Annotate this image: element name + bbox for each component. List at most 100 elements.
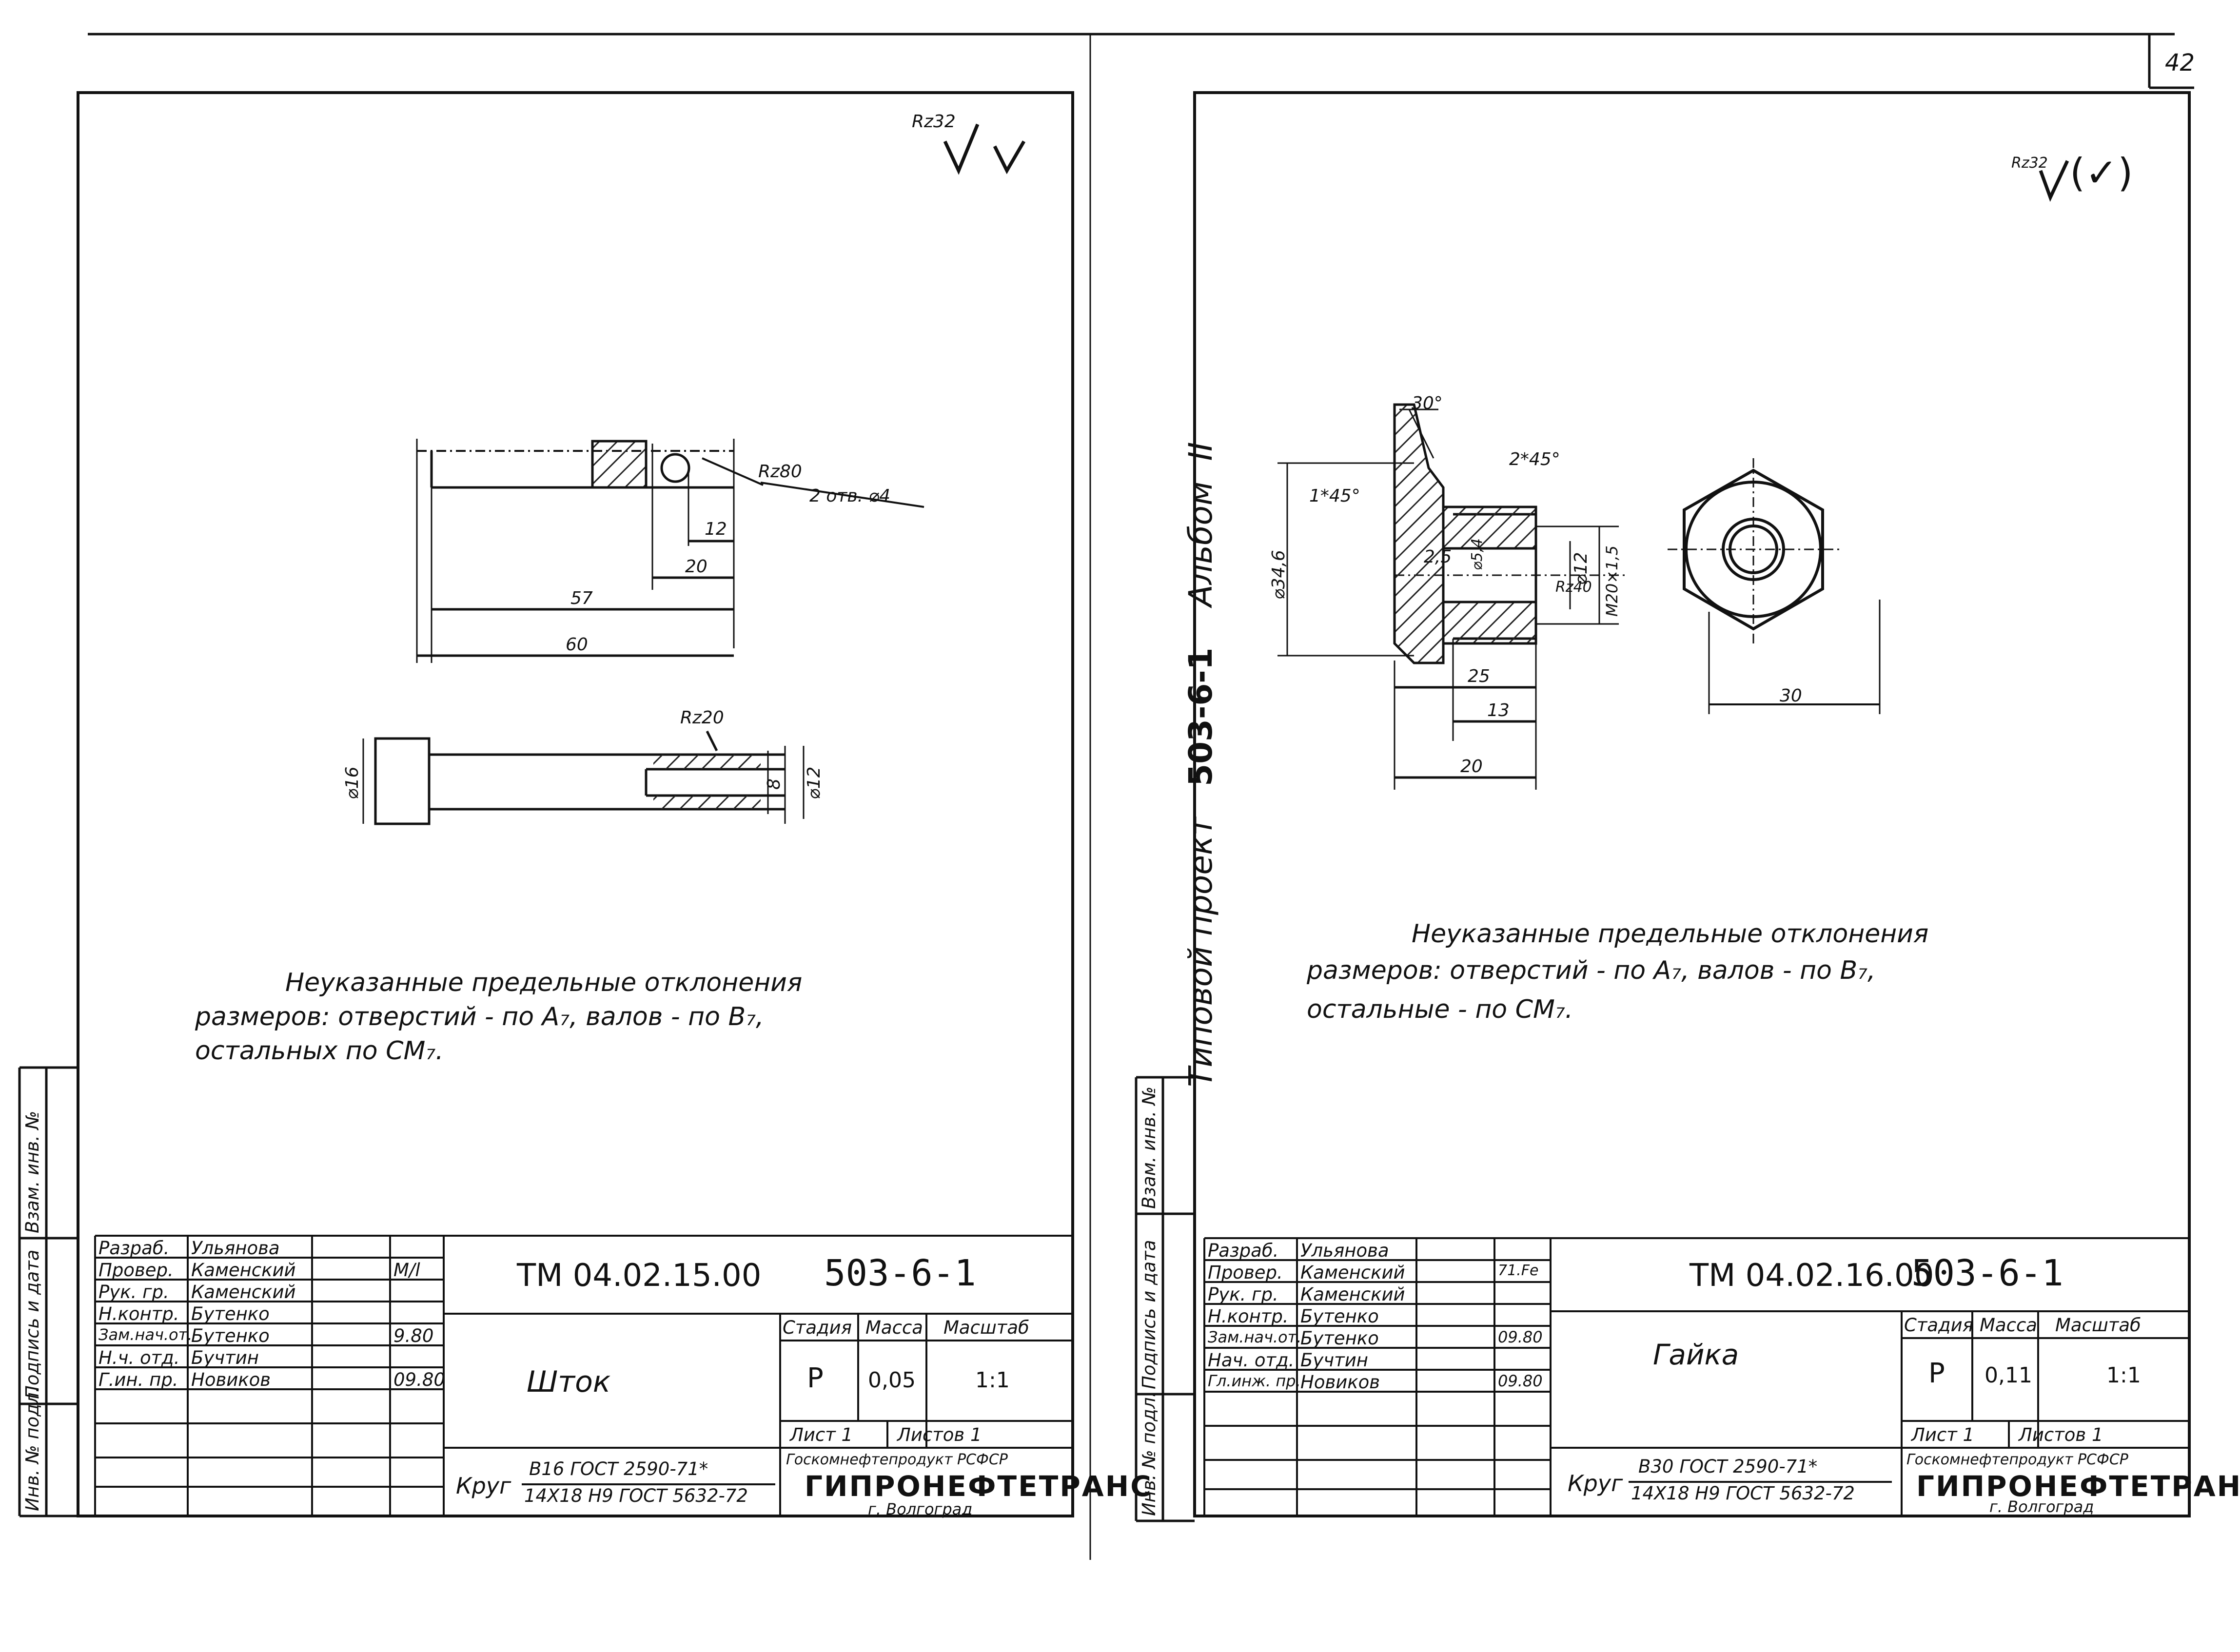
- right-date-4: 09.80: [1498, 1328, 1543, 1346]
- right-name-1: Каменский: [1300, 1262, 1405, 1283]
- album-label: Типовой проект 503-6-1 Альбом II: [1182, 442, 1219, 1087]
- right-role-3: Н.контр.: [1208, 1306, 1289, 1327]
- right-header-scale: Масштаб: [2055, 1315, 2141, 1336]
- right-role-5: Нач. отд.: [1208, 1350, 1295, 1371]
- left-org-city: г. Волгоград: [868, 1500, 973, 1518]
- right-date-6: 09.80: [1498, 1372, 1543, 1390]
- right-name-0: Ульянова: [1300, 1240, 1389, 1261]
- left-dim-dia12: ⌀12: [804, 766, 824, 799]
- left-dim-20: 20: [685, 557, 707, 577]
- left-date-4: 9.80: [393, 1325, 434, 1346]
- right-role-2: Рук. гр.: [1208, 1284, 1278, 1305]
- gaika-body-hatch-bottom: [1442, 601, 1537, 645]
- project-number: 503-6-1: [1182, 647, 1219, 786]
- right-header-mass: Масса: [1980, 1315, 2037, 1336]
- right-material-bottom: 14Х18 Н9 ГОСТ 5632-72: [1631, 1483, 1855, 1504]
- left-role-0: Разраб.: [98, 1238, 170, 1259]
- right-strip-signature: Подпись и дата: [1139, 1240, 1159, 1389]
- left-sheets: Листов 1: [897, 1424, 982, 1445]
- shtok-thread-hatch-top: [653, 755, 761, 769]
- shtok-hatch-section: [591, 440, 648, 489]
- left-name-5: Бучтин: [191, 1347, 259, 1368]
- left-dim-rz80: Rz80: [758, 462, 802, 482]
- right-note-line1: Неуказанные предельные отклонения: [1412, 919, 1929, 949]
- shtok-side-view: [362, 730, 805, 825]
- right-dim-20: 20: [1460, 757, 1483, 777]
- right-org-city: г. Волгоград: [1989, 1497, 2094, 1516]
- right-roughness-suffix: (✓): [2070, 150, 2133, 195]
- right-dim-dia346: ⌀34,6: [1269, 550, 1289, 600]
- right-dim-13: 13: [1487, 700, 1510, 720]
- left-name-4: Бутенко: [191, 1325, 270, 1346]
- right-scale: 1:1: [2106, 1363, 2141, 1388]
- left-header-scale: Масштаб: [943, 1317, 1029, 1338]
- left-role-3: Н.контр.: [98, 1303, 179, 1324]
- left-note-line1: Неуказанные предельные отклонения: [285, 968, 803, 997]
- left-org-main: ГИПРОНЕФТЕТРАНС: [805, 1470, 1153, 1503]
- right-sheet: Лист 1: [1911, 1424, 1975, 1445]
- left-role-5: Н.ч. отд.: [98, 1347, 180, 1368]
- left-name-6: Новиков: [191, 1369, 271, 1390]
- gaika-flange-hatch: [1393, 403, 1445, 664]
- left-role-2: Рук. гр.: [98, 1282, 169, 1302]
- page-number: 42: [2165, 49, 2195, 77]
- left-name-1: Каменский: [191, 1260, 296, 1281]
- right-name-4: Бутенко: [1300, 1328, 1379, 1349]
- right-dim-chamfer-big: 1*45°: [1309, 486, 1360, 506]
- right-mass: 0,11: [1985, 1363, 2032, 1388]
- left-dim-57: 57: [570, 588, 593, 608]
- left-strip-substitution: Взам. инв. №: [22, 1110, 43, 1233]
- right-name-6: Новиков: [1300, 1372, 1380, 1393]
- right-role-0: Разраб.: [1208, 1240, 1279, 1261]
- right-role-6: Гл.инж. пр.: [1208, 1372, 1301, 1390]
- left-date-1: M/l: [393, 1260, 420, 1281]
- left-header-stage: Стадия: [783, 1317, 852, 1338]
- right-date-1: 71.Fe: [1498, 1262, 1539, 1279]
- right-dim-25a: 2,5: [1424, 547, 1452, 567]
- left-note-line3: остальных по СМ₇.: [195, 1036, 444, 1066]
- gaika-body-hatch-top: [1442, 505, 1537, 550]
- left-name-0: Ульянова: [191, 1238, 280, 1259]
- left-material-bottom: 14Х18 Н9 ГОСТ 5632-72: [524, 1485, 748, 1506]
- right-header-stage: Стадия: [1904, 1315, 1973, 1336]
- album-word: Альбом: [1182, 481, 1219, 607]
- right-name-2: Каменский: [1300, 1284, 1405, 1305]
- right-sheets: Листов 1: [2019, 1424, 2103, 1445]
- left-material-prefix: Круг: [456, 1473, 511, 1499]
- left-mass: 0,05: [868, 1368, 916, 1393]
- left-dim-rz20: Rz20: [680, 708, 724, 728]
- right-roughness-label: Rz32: [2011, 155, 2048, 172]
- left-name-2: Каменский: [191, 1282, 296, 1302]
- right-project-number: 503-6-1: [1911, 1252, 2063, 1294]
- project-label: Типовой проект: [1182, 816, 1219, 1087]
- right-note-line2: размеров: отверстий - по A₇, валов - по …: [1307, 956, 1876, 985]
- left-project-number: 503-6-1: [824, 1252, 976, 1294]
- right-material-prefix: Круг: [1568, 1470, 1623, 1497]
- gaika-section: [1277, 408, 1629, 790]
- right-dim-thread: M20×1,5: [1603, 545, 1621, 617]
- right-role-1: Провер.: [1208, 1262, 1283, 1283]
- gaika-hex-view: [1668, 458, 1881, 714]
- left-dim-dia16: ⌀16: [342, 766, 362, 799]
- right-role-4: Зам.нач.от.: [1208, 1328, 1302, 1346]
- right-dim-25: 25: [1468, 666, 1490, 686]
- right-name-3: Бутенко: [1300, 1306, 1379, 1327]
- right-dim-dia54: ⌀5,4: [1469, 538, 1486, 570]
- right-dim-rz40: Rz40: [1555, 579, 1592, 596]
- left-strip-signature: Подпись и дата: [22, 1249, 43, 1399]
- right-dim-chamfer-small: 2*45°: [1509, 449, 1560, 469]
- left-dim-60: 60: [566, 635, 588, 655]
- left-note-line2: размеров: отверстий - по A₇, валов - по …: [195, 1002, 764, 1031]
- right-dim-30deg: 30°: [1412, 393, 1443, 413]
- left-role-6: Г.ин. пр.: [98, 1369, 178, 1390]
- left-name-3: Бутенко: [191, 1303, 270, 1324]
- right-org-top: Госкомнефтепродукт РСФСР: [1906, 1451, 2128, 1468]
- right-strip-substitution: Взам. инв. №: [1139, 1086, 1159, 1209]
- left-dim-12: 12: [705, 519, 727, 539]
- left-dim-holes: 2 отв. ⌀4: [809, 486, 891, 506]
- right-stage: Р: [1928, 1358, 1945, 1389]
- roughness-marks: [943, 123, 2069, 202]
- right-name-5: Бучтин: [1300, 1350, 1368, 1371]
- shtok-top-view: [416, 439, 924, 663]
